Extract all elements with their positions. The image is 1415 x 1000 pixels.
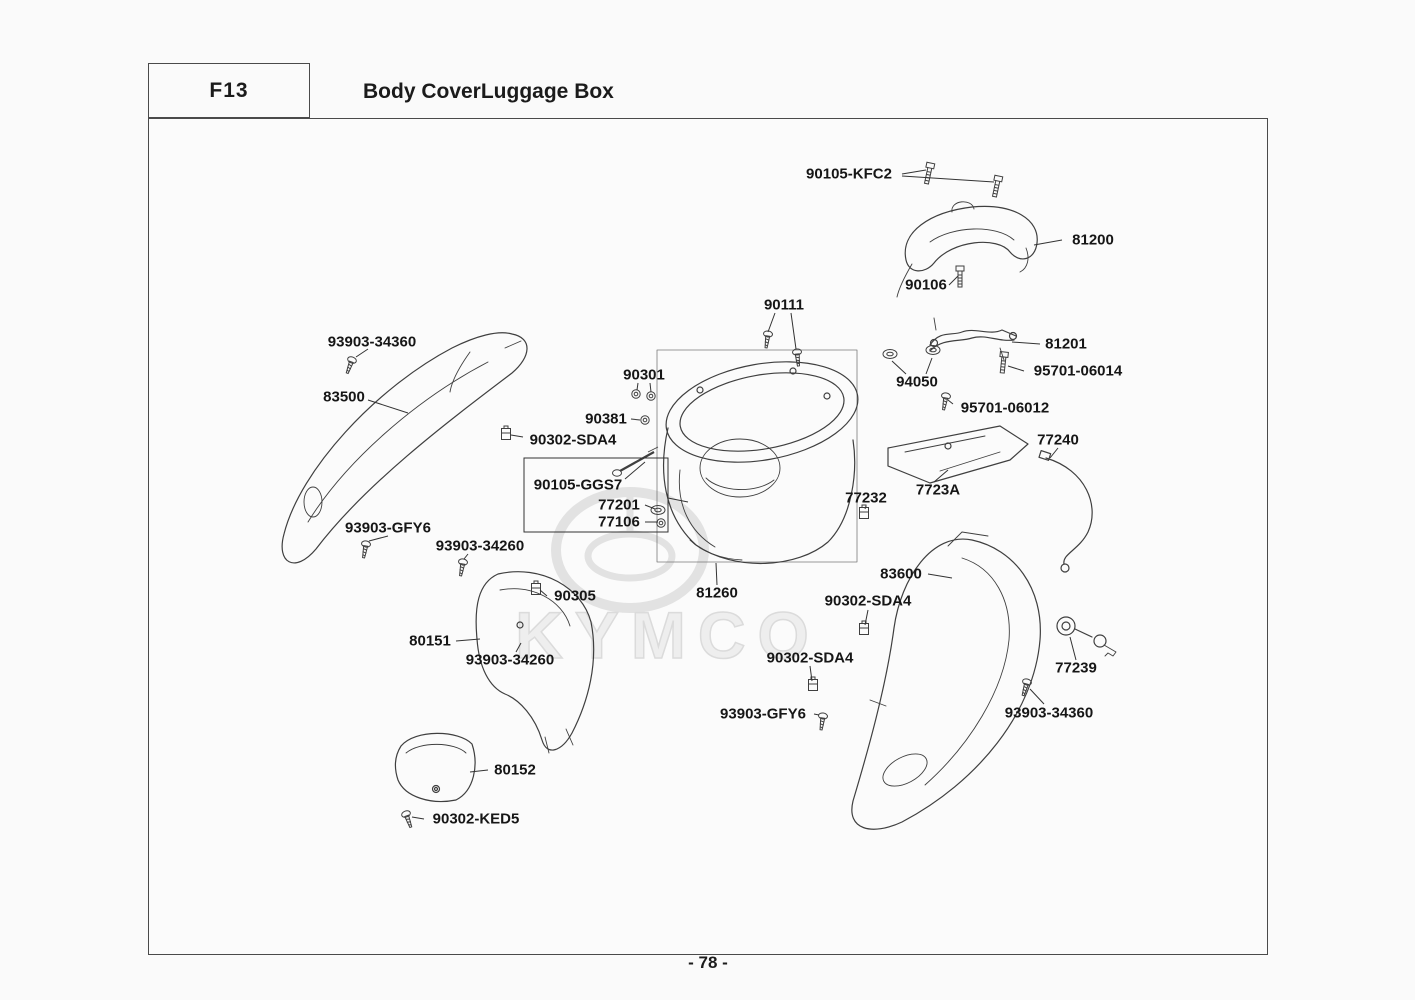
part-label: 77106 <box>598 513 640 531</box>
grommet-icon <box>650 505 666 515</box>
section-code: F13 <box>209 78 249 102</box>
label-group-box <box>523 457 669 533</box>
part-lock-set <box>1056 616 1117 657</box>
part-label: 90305 <box>554 587 596 605</box>
part-carrier-brace <box>929 317 1018 361</box>
part-label: 90302-KED5 <box>432 810 520 828</box>
part-label: 93903-34360 <box>327 333 417 351</box>
part-label: 7723A <box>915 481 961 499</box>
luggage-box-frame <box>656 349 858 563</box>
screw-icon <box>400 809 416 830</box>
screw-icon <box>761 329 774 349</box>
kymco-watermark-text: KYMCO <box>515 598 821 672</box>
part-label: 81201 <box>1045 335 1087 353</box>
part-label: 77232 <box>845 489 887 507</box>
part-left-body-cover <box>281 332 528 564</box>
part-label: 81260 <box>696 584 738 602</box>
part-label: 95701-06012 <box>960 399 1050 417</box>
bolt-icon <box>922 161 936 185</box>
part-label: 77201 <box>598 496 640 514</box>
fasteners <box>342 161 1033 830</box>
part-cable <box>1038 450 1093 573</box>
part-label: 93903-34260 <box>435 537 525 555</box>
screw-icon <box>455 557 469 578</box>
part-right-body-cover <box>851 531 1041 830</box>
part-rear-carrier <box>896 201 1038 298</box>
page-number: - 78 - <box>688 953 728 972</box>
screw-icon <box>791 348 804 367</box>
page-title: Body CoverLuggage Box <box>363 80 614 103</box>
part-label: 90302-SDA4 <box>529 431 617 449</box>
clip-icon <box>501 425 511 440</box>
grommet-icon <box>882 349 898 359</box>
part-label: 80152 <box>494 761 536 779</box>
part-luggage-box <box>656 349 859 565</box>
part-label: 93903-GFY6 <box>720 705 806 723</box>
part-label: 90105-GGS7 <box>533 476 623 494</box>
part-label: 77240 <box>1037 431 1079 449</box>
part-label: 93903-GFY6 <box>345 519 431 537</box>
part-label: 90111 <box>763 296 805 314</box>
diagram-frame <box>148 118 1268 955</box>
nut-icon <box>631 389 641 399</box>
part-label: 94050 <box>896 373 938 391</box>
bolt-icon <box>990 174 1004 198</box>
nut-icon <box>640 415 650 425</box>
clip-icon <box>808 676 818 691</box>
part-label: 81200 <box>1072 231 1114 249</box>
part-label: 83600 <box>880 565 922 583</box>
part-label: 93903-34260 <box>465 651 555 669</box>
clip-icon <box>859 504 869 519</box>
screw-icon <box>1018 677 1033 698</box>
clip-icon <box>859 620 869 635</box>
part-label: 90302-SDA4 <box>766 649 854 667</box>
part-label: 93903-34360 <box>1004 704 1094 722</box>
part-label: 77239 <box>1055 659 1097 677</box>
bolt-icon <box>997 351 1009 374</box>
screw-icon <box>342 355 358 376</box>
part-label: 90106 <box>905 276 947 294</box>
part-label: 95701-06014 <box>1033 362 1123 380</box>
leader-lines <box>355 169 1077 820</box>
section-code-box: F13 <box>148 63 310 118</box>
part-lid <box>394 732 476 803</box>
part-label: 90381 <box>585 410 627 428</box>
nut-icon <box>656 518 666 528</box>
part-label: 90302-SDA4 <box>824 592 912 610</box>
part-label: 90301 <box>623 366 665 384</box>
part-label: 80151 <box>409 632 451 650</box>
long-screw-icon <box>612 446 659 477</box>
part-label: 90105-KFC2 <box>806 165 892 183</box>
screw-icon <box>358 539 372 560</box>
nut-icon <box>646 391 656 401</box>
part-label: 83500 <box>323 388 365 406</box>
part-bracket <box>887 425 1029 484</box>
